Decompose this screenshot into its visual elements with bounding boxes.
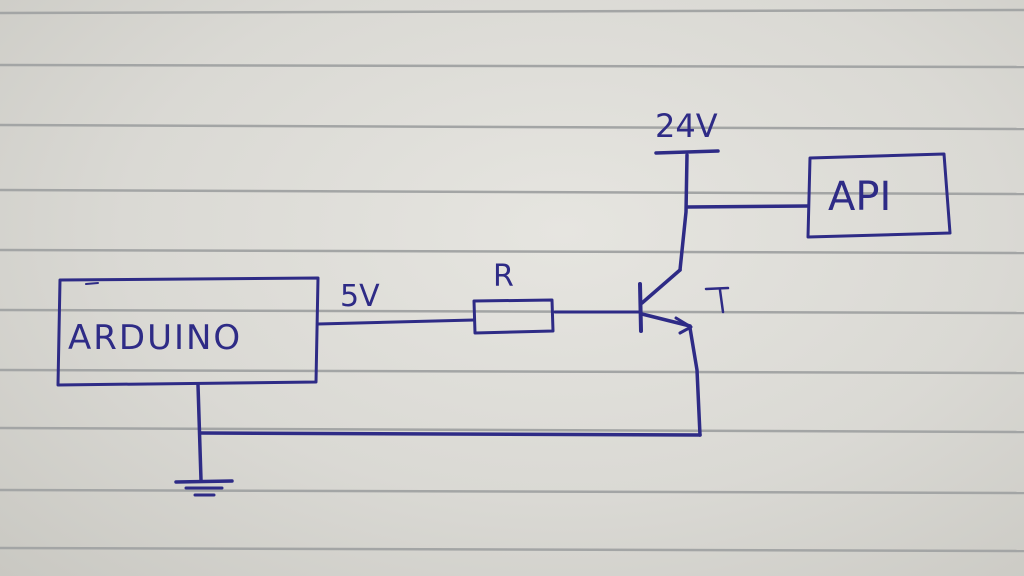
resistor-label: R — [493, 259, 514, 294]
arduino-label: ARDUINO — [68, 318, 242, 358]
arduino-block: ARDUINO — [56, 276, 320, 387]
label-5v: 5V — [340, 279, 380, 314]
ground-symbol — [174, 479, 234, 497]
resistor: R — [472, 259, 555, 335]
wire-ground-return — [198, 431, 702, 437]
rail-24v — [654, 149, 720, 155]
transistor-label: T — [717, 299, 718, 301]
wire-collector — [678, 153, 689, 272]
transistor: T — [638, 268, 730, 335]
label-24v: 24V — [655, 107, 718, 145]
api-label: API — [828, 174, 891, 220]
wire-emitter — [688, 326, 702, 437]
wire-arduino-ground — [196, 383, 203, 482]
wire-api — [685, 204, 810, 209]
wire-5v — [316, 318, 476, 326]
api-block: API — [806, 152, 952, 239]
